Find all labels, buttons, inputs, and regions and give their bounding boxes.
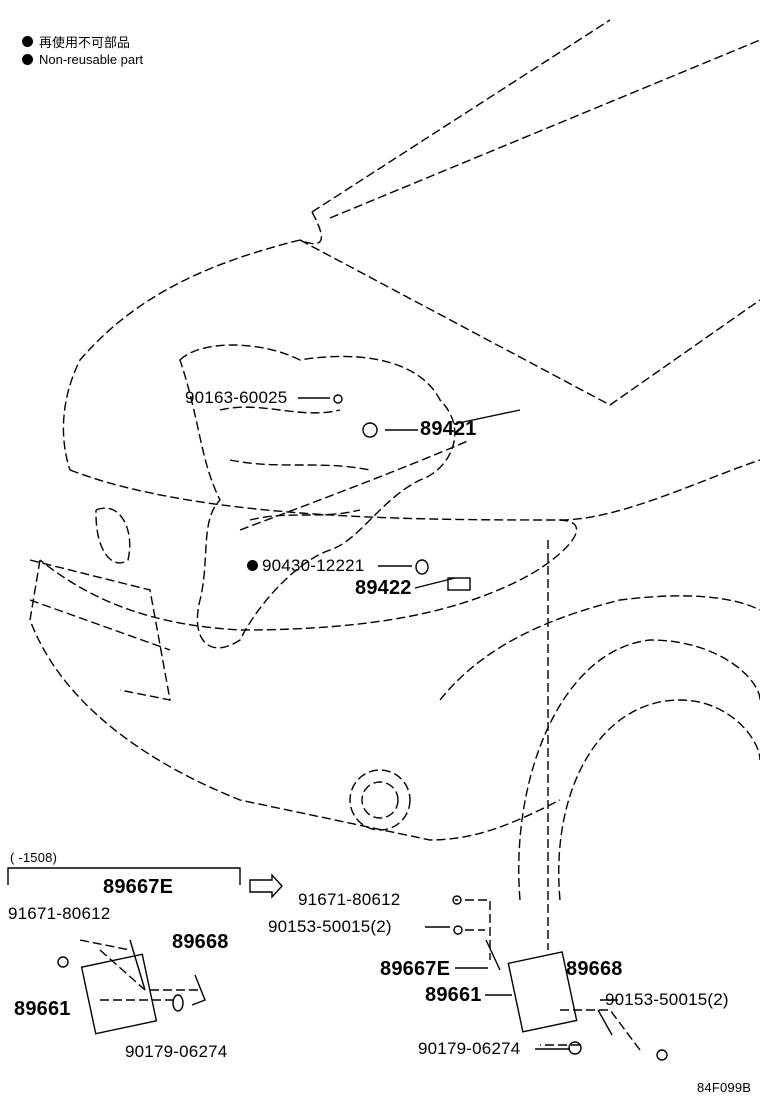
right-label-90153a: 90153-50015(2) [268,917,392,936]
front-bumper [29,559,561,841]
bullet-icon [22,36,33,47]
range-bracket [7,867,241,885]
right-label-90179: 90179-06274 [418,1039,521,1058]
windshield-outline [299,19,760,245]
gasket-90430 [415,559,429,575]
sensor-89422 [447,577,471,591]
bullet-icon [22,54,33,65]
grille [29,559,171,701]
left-label-91671: 91671-80612 [8,904,111,923]
wheel [558,699,760,901]
left-label-89661: 89661 [14,998,71,1020]
range-note: ( -1508) [10,850,58,865]
right-bolt-top [452,895,462,905]
right-label-90153b: 90153-50015(2) [605,990,729,1009]
hood-outline [62,239,760,471]
right-bolt-bottom [656,1049,668,1061]
direction-arrow [249,873,283,899]
engine-block [179,344,456,649]
legend-text-jp: 再使用不可部品 [39,35,131,50]
left-label-90179: 90179-06274 [125,1042,228,1061]
diagram-code: 84F099B [697,1080,752,1095]
legend-item-jp: 再使用不可部品 [22,32,130,51]
left-bolt [57,956,69,968]
part-label-89421: 89421 [420,418,477,440]
right-clip [568,1041,582,1055]
right-label-89661: 89661 [425,984,482,1006]
right-label-89667e: 89667E [380,958,451,980]
left-label-89668: 89668 [172,931,229,953]
non-reusable-bullet-icon [247,560,258,571]
fender [439,459,760,701]
part-label-90430: 90430-12221 [262,556,365,575]
hood-front-edge [39,469,577,631]
part-label-90163: 90163-60025 [185,388,288,407]
left-label-89667e: 89667E [103,876,174,898]
right-bolt-mid [453,925,463,935]
right-bracket [485,939,613,1036]
left-ecu [80,953,158,1035]
fog-lamp [349,769,411,831]
left-bracket [129,939,206,1006]
headlight [95,507,131,564]
sensor-89421 [362,422,378,438]
right-label-91671: 91671-80612 [298,890,401,909]
hood-line [239,439,471,531]
legend-text-en: Non-reusable part [39,52,144,67]
right-ecu [507,951,578,1033]
right-label-89668: 89668 [566,958,623,980]
legend-item-en: Non-reusable part [22,52,143,67]
left-clip [172,994,184,1012]
part-label-89422: 89422 [355,577,412,599]
bolt-90163 [333,394,343,404]
wheel-arch [518,639,760,901]
